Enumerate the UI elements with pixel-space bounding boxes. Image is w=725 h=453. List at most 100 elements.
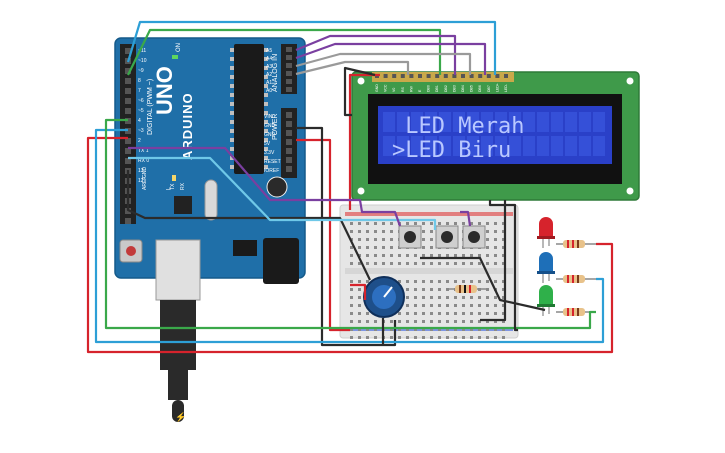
breadboard-hole[interactable] — [366, 280, 369, 283]
breadboard-hole[interactable] — [494, 254, 497, 257]
breadboard-hole[interactable] — [422, 304, 425, 307]
digital-header-pin[interactable] — [125, 88, 131, 94]
breadboard-hole[interactable] — [390, 262, 393, 265]
wire-green-loop[interactable] — [104, 118, 596, 330]
breadboard-hole[interactable] — [406, 336, 409, 339]
breadboard-hole[interactable] — [414, 288, 417, 291]
breadboard-hole[interactable] — [430, 238, 433, 241]
breadboard-hole[interactable] — [462, 320, 465, 323]
breadboard-hole[interactable] — [478, 328, 481, 331]
breadboard-hole[interactable] — [390, 238, 393, 241]
led-red[interactable] — [537, 217, 555, 248]
breadboard-hole[interactable] — [486, 280, 489, 283]
breadboard-hole[interactable] — [430, 336, 433, 339]
digital-header-pin[interactable] — [125, 158, 131, 164]
power-header-pin[interactable] — [286, 148, 292, 154]
breadboard-hole[interactable] — [398, 336, 401, 339]
breadboard-hole[interactable] — [494, 304, 497, 307]
breadboard-hole[interactable] — [422, 328, 425, 331]
breadboard-hole[interactable] — [422, 238, 425, 241]
wire-red-lcd[interactable] — [348, 73, 380, 210]
lcd-pin[interactable] — [486, 74, 491, 78]
breadboard-hole[interactable] — [366, 336, 369, 339]
digital-header-pin[interactable] — [125, 98, 131, 104]
breadboard-hole[interactable] — [502, 254, 505, 257]
breadboard-hole[interactable] — [422, 280, 425, 283]
breadboard-hole[interactable] — [422, 254, 425, 257]
breadboard-hole[interactable] — [374, 222, 377, 225]
digital-header-pin[interactable] — [125, 148, 131, 154]
breadboard-hole[interactable] — [358, 254, 361, 257]
breadboard-hole[interactable] — [486, 288, 489, 291]
breadboard-hole[interactable] — [350, 280, 353, 283]
breadboard-hole[interactable] — [390, 230, 393, 233]
digital-header-pin[interactable] — [125, 78, 131, 84]
breadboard-hole[interactable] — [486, 246, 489, 249]
breadboard-hole[interactable] — [422, 262, 425, 265]
analog-header-pin[interactable] — [286, 47, 292, 52]
breadboard-hole[interactable] — [350, 304, 353, 307]
breadboard-hole[interactable] — [486, 254, 489, 257]
wire-red-5v[interactable] — [296, 138, 350, 332]
breadboard-hole[interactable] — [446, 320, 449, 323]
breadboard-hole[interactable] — [422, 246, 425, 249]
breadboard-hole[interactable] — [470, 262, 473, 265]
breadboard-hole[interactable] — [430, 230, 433, 233]
breadboard-hole[interactable] — [350, 320, 353, 323]
breadboard-hole[interactable] — [494, 320, 497, 323]
breadboard-hole[interactable] — [494, 296, 497, 299]
breadboard-hole[interactable] — [446, 312, 449, 315]
breadboard-hole[interactable] — [478, 320, 481, 323]
breadboard-hole[interactable] — [398, 262, 401, 265]
lcd-pin[interactable] — [443, 74, 448, 78]
wire-black-lcd[interactable] — [343, 66, 376, 117]
breadboard-hole[interactable] — [454, 320, 457, 323]
breadboard-hole[interactable] — [470, 312, 473, 315]
breadboard-hole[interactable] — [478, 312, 481, 315]
breadboard-hole[interactable] — [430, 254, 433, 257]
breadboard-hole[interactable] — [494, 312, 497, 315]
wire-black-d13[interactable] — [126, 170, 371, 281]
breadboard-hole[interactable] — [406, 328, 409, 331]
breadboard-hole[interactable] — [446, 254, 449, 257]
breadboard-hole[interactable] — [446, 304, 449, 307]
breadboard-hole[interactable] — [462, 262, 465, 265]
breadboard-hole[interactable] — [438, 288, 441, 291]
arduino-uno-board[interactable]: UNO ARDUINO DIGITAL (PWM ~) ANALOG IN PO… — [114, 37, 306, 301]
wire-purple-a5[interactable] — [295, 34, 457, 75]
power-header-pin[interactable] — [286, 139, 292, 145]
breadboard-hole[interactable] — [414, 328, 417, 331]
wire-purple-button[interactable] — [128, 146, 402, 227]
breadboard-hole[interactable] — [462, 222, 465, 225]
power-header-pin[interactable] — [286, 121, 292, 127]
breadboard-hole[interactable] — [502, 328, 505, 331]
breadboard-hole[interactable] — [478, 304, 481, 307]
breadboard-hole[interactable] — [454, 312, 457, 315]
breadboard-hole[interactable] — [414, 320, 417, 323]
breadboard-hole[interactable] — [406, 320, 409, 323]
breadboard-hole[interactable] — [358, 222, 361, 225]
breadboard-hole[interactable] — [430, 304, 433, 307]
breadboard-hole[interactable] — [358, 328, 361, 331]
breadboard-hole[interactable] — [502, 280, 505, 283]
breadboard-hole[interactable] — [494, 222, 497, 225]
breadboard-hole[interactable] — [462, 280, 465, 283]
breadboard-hole[interactable] — [366, 238, 369, 241]
breadboard-hole[interactable] — [438, 296, 441, 299]
breadboard-hole[interactable] — [350, 288, 353, 291]
breadboard-hole[interactable] — [358, 262, 361, 265]
breadboard-hole[interactable] — [406, 312, 409, 315]
breadboard-hole[interactable] — [494, 262, 497, 265]
breadboard-hole[interactable] — [358, 296, 361, 299]
wire-black-gnd[interactable] — [296, 126, 397, 347]
breadboard-hole[interactable] — [374, 254, 377, 257]
breadboard-hole[interactable] — [486, 238, 489, 241]
breadboard-hole[interactable] — [502, 238, 505, 241]
wire-green-top[interactable] — [127, 28, 442, 76]
breadboard-hole[interactable] — [446, 280, 449, 283]
breadboard-hole[interactable] — [470, 222, 473, 225]
breadboard-hole[interactable] — [358, 304, 361, 307]
breadboard-hole[interactable] — [390, 254, 393, 257]
breadboard-hole[interactable] — [478, 336, 481, 339]
breadboard-hole[interactable] — [414, 312, 417, 315]
